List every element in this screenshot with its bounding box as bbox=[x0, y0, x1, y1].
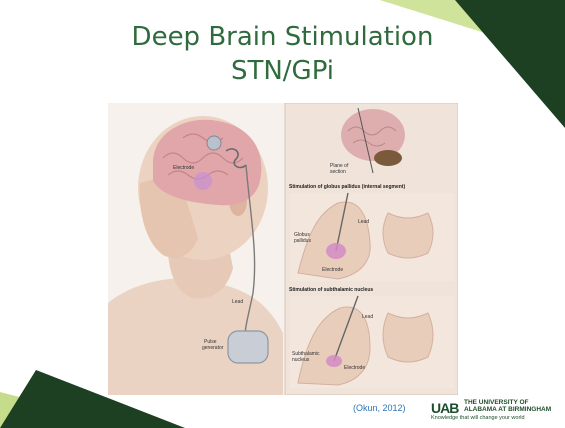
dbs-illustration: Electrode Lead Pulse generator Plane of … bbox=[108, 103, 458, 395]
gpi-target bbox=[326, 243, 346, 259]
label-lead-main: Lead bbox=[232, 299, 243, 305]
burr-hole-cap bbox=[207, 136, 221, 150]
label-electrode-main: Electrode bbox=[173, 165, 194, 171]
citation: (Okun, 2012) bbox=[353, 403, 406, 413]
stn-lead-label: Lead bbox=[362, 314, 373, 320]
target-glow bbox=[194, 172, 212, 190]
brain bbox=[153, 120, 261, 206]
stn-target bbox=[326, 355, 342, 367]
gpi-heading: Stimulation of globus pallidus (internal… bbox=[289, 184, 405, 190]
label-pulse-2: generator bbox=[202, 345, 224, 351]
uab-line-2: ALABAMA AT BIRMINGHAM bbox=[464, 406, 551, 413]
title-line-1: Deep Brain Stimulation bbox=[0, 20, 565, 54]
stn-electrode-label: Electrode bbox=[344, 365, 365, 371]
title-line-2: STN/GPi bbox=[0, 54, 565, 88]
uab-logo: UAB THE UNIVERSITY OF ALABAMA AT BIRMING… bbox=[431, 398, 561, 424]
gpi-globus-2: pallidus bbox=[294, 238, 311, 244]
pulse-generator bbox=[228, 331, 268, 363]
gpi-lead-label: Lead bbox=[358, 219, 369, 225]
cerebellum bbox=[374, 150, 402, 166]
slide-title: Deep Brain Stimulation STN/GPi bbox=[0, 20, 565, 88]
stn-heading: Stimulation of subthalamic nucleus bbox=[289, 287, 373, 293]
stn-nucleus-2: nucleus bbox=[292, 357, 310, 363]
label-plane-2: section bbox=[330, 169, 346, 175]
uab-tagline: Knowledge that will change your world bbox=[431, 415, 525, 421]
gpi-electrode-label: Electrode bbox=[322, 267, 343, 273]
uab-line-1: THE UNIVERSITY OF bbox=[464, 399, 529, 406]
uab-mark: UAB bbox=[431, 400, 458, 416]
